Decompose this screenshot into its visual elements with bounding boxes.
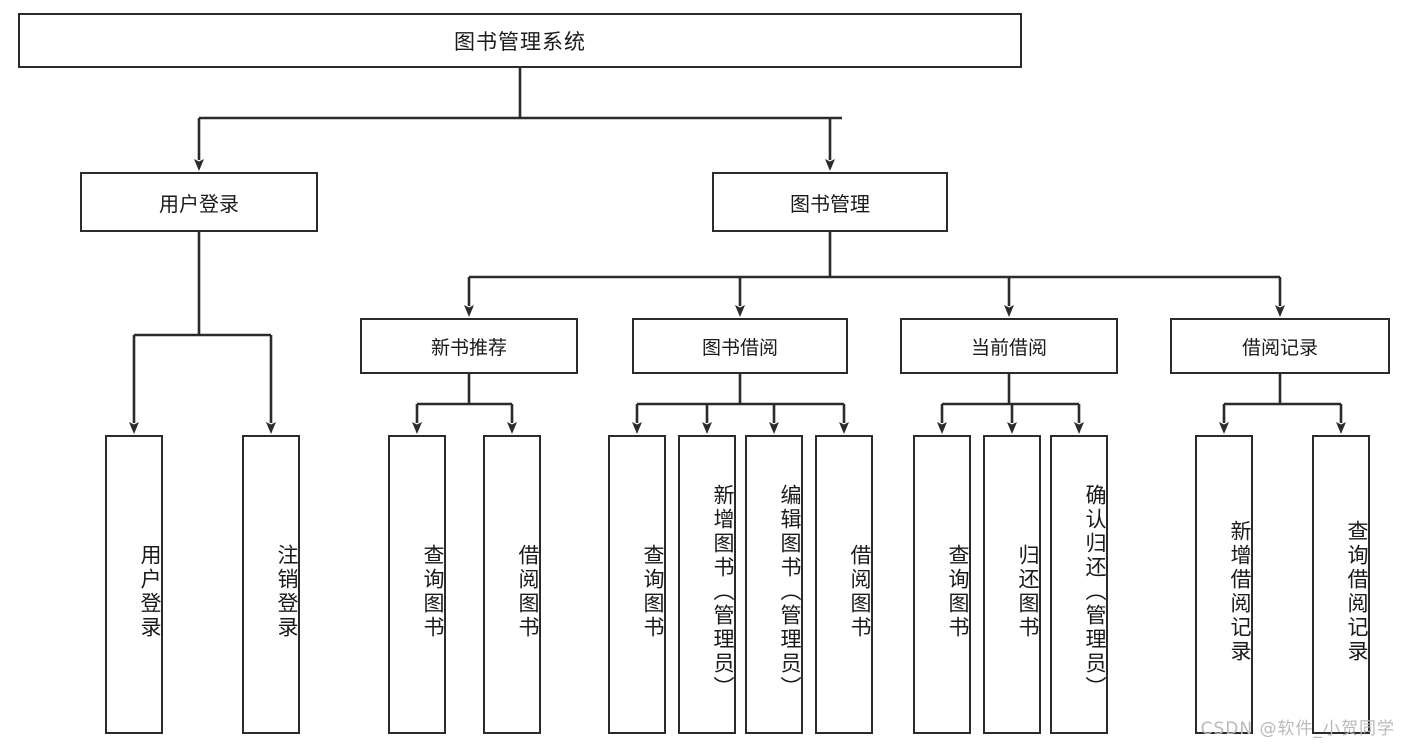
node-leaf-confirm-return[interactable]: 确认归还（管理员） [1050, 435, 1108, 734]
node-book-manage[interactable]: 图书管理 [712, 172, 948, 232]
node-leaf-query-book-2[interactable]: 查询图书 [608, 435, 666, 734]
node-leaf-edit-book[interactable]: 编辑图书（管理员） [745, 435, 803, 734]
node-current-borrow[interactable]: 当前借阅 [900, 318, 1118, 374]
node-book-borrow[interactable]: 图书借阅 [632, 318, 848, 374]
node-root-label: 图书管理系统 [454, 29, 586, 54]
node-book-manage-label: 图书管理 [790, 191, 870, 216]
node-new-book-rec[interactable]: 新书推荐 [360, 318, 578, 374]
node-leaf-borrow-book-1[interactable]: 借阅图书 [483, 435, 541, 734]
node-leaf-query-book-1[interactable]: 查询图书 [388, 435, 446, 734]
node-leaf-query-book-3[interactable]: 查询图书 [913, 435, 971, 734]
node-leaf-return-book[interactable]: 归还图书 [983, 435, 1041, 734]
node-leaf-borrow-book-2[interactable]: 借阅图书 [815, 435, 873, 734]
node-book-borrow-label: 图书借阅 [701, 336, 778, 359]
node-new-book-rec-label: 新书推荐 [430, 336, 507, 359]
node-leaf-user-login[interactable]: 用户登录 [105, 435, 163, 734]
watermark: CSDN @软件_小贺同学 [1200, 719, 1395, 739]
node-leaf-logout[interactable]: 注销登录 [242, 435, 300, 734]
node-leaf-add-book[interactable]: 新增图书（管理员） [678, 435, 736, 734]
node-root[interactable]: 图书管理系统 [18, 13, 1022, 68]
node-user-login[interactable]: 用户登录 [80, 172, 318, 232]
node-current-borrow-label: 当前借阅 [970, 336, 1047, 359]
node-user-login-label: 用户登录 [159, 191, 239, 216]
node-borrow-record-label: 借阅记录 [1241, 336, 1318, 359]
node-leaf-add-record[interactable]: 新增借阅记录 [1195, 435, 1253, 734]
node-borrow-record[interactable]: 借阅记录 [1170, 318, 1390, 374]
node-leaf-query-record[interactable]: 查询借阅记录 [1312, 435, 1370, 734]
